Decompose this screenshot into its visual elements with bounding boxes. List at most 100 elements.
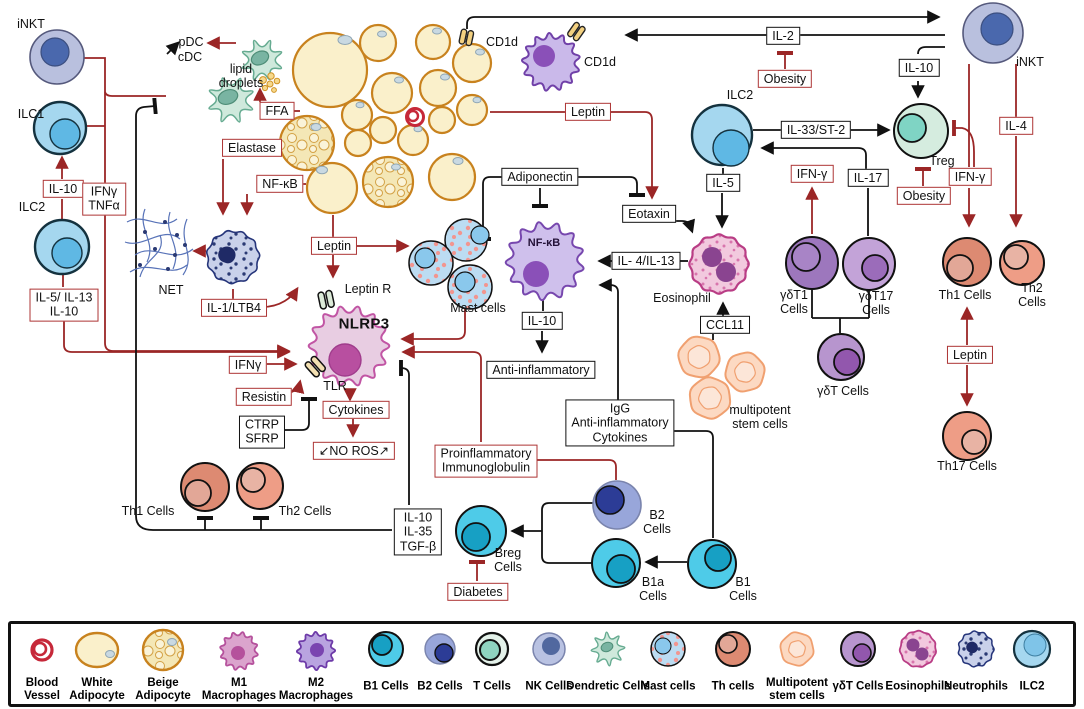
gdt17-cell <box>842 237 896 291</box>
wire-b2-to-proig <box>533 459 617 480</box>
blood-vessel <box>405 107 425 127</box>
wire-adiponectin-inhibits-eotaxin <box>574 176 646 197</box>
m2-macrophage-top <box>520 21 586 92</box>
legend-icons <box>30 628 1052 672</box>
treg-cell <box>893 103 949 159</box>
il5-il13-il10-box: IL-5/ IL-13 IL-10 <box>29 288 99 322</box>
beige-adipocyte-1 <box>278 114 336 172</box>
th1-left-label: Th1 Cells <box>121 504 175 518</box>
b1-label: B1 Cells <box>729 575 757 603</box>
anti-inflammatory-box: Anti-inflammatory <box>486 360 596 380</box>
cd1d-macrophage-label: CD1d <box>584 55 616 69</box>
resistin-box: Resistin <box>235 387 293 407</box>
il33-st2-box: IL-33/ST-2 <box>780 120 852 140</box>
proinflammatory-ig-box: Proinflammatory Immunoglobulin <box>434 444 538 478</box>
th1-cell-right <box>942 237 992 287</box>
eosinophil-icon <box>898 629 937 668</box>
mast-cell-icon <box>650 631 686 667</box>
wire-igg-to-mac <box>598 278 619 401</box>
net-label: NET <box>158 283 184 297</box>
th17-label: Th17 Cells <box>937 459 997 473</box>
wire-igg-to-b1 <box>673 430 714 538</box>
cd1d-receptor-adipocyte <box>458 28 475 47</box>
tlr-receptor <box>304 355 326 378</box>
ctrp-sfrp-box: CTRP SFRP <box>238 415 286 449</box>
nfkb-macrophage <box>504 221 585 302</box>
gdt1-cell <box>785 236 839 290</box>
nk-cell-icon <box>532 632 566 666</box>
wire-inkt-to-il10top <box>917 46 945 55</box>
ifng-left-box: IFNγ <box>228 355 268 375</box>
b1-cell-icon <box>368 631 404 667</box>
cells <box>29 2 1045 589</box>
inkt-cell-left <box>29 29 85 85</box>
stem-cell-icon <box>779 631 815 667</box>
th2-left-label: Th2 Cells <box>278 504 332 518</box>
eosinophil-cell <box>688 233 750 295</box>
legend-m1-macrophages: M1 Macrophages <box>201 676 277 702</box>
lipid-droplets <box>259 72 281 93</box>
nlrp3-label: NLRP3 <box>338 315 390 333</box>
ccl11-box: CCL11 <box>700 315 750 335</box>
ilc2-cell-right <box>690 103 754 167</box>
net-structure <box>124 208 194 278</box>
eosinophil-label: Eosinophil <box>653 291 711 305</box>
th17-cell <box>942 411 992 461</box>
breg-cell <box>455 505 507 557</box>
il10-mid-box: IL-10 <box>521 311 563 331</box>
obesity-top-box: Obesity <box>757 69 813 89</box>
il4-box: IL-4 <box>999 116 1033 136</box>
legend-frame <box>8 621 1076 707</box>
ilc2-cell-left <box>33 218 91 276</box>
igg-antiinflammatory-box: IgG Anti-inflammatory Cytokines <box>565 399 675 447</box>
pdc-label: pDC <box>178 35 204 49</box>
nlrp3-macrophage <box>304 289 391 387</box>
il10-left-box: IL-10 <box>42 179 84 199</box>
red-connectors <box>55 36 1023 581</box>
cdc-label: cDC <box>177 50 203 64</box>
ilc2-right-label: ILC2 <box>726 88 754 102</box>
lipid-droplets-label: lipid droplets <box>218 62 264 90</box>
gdt-cell <box>817 333 865 381</box>
wire-pdc-up-arrow <box>165 41 180 56</box>
wire-gdt-join <box>811 290 870 333</box>
inkt-left-label: iNKT <box>17 17 45 31</box>
ifng-mid-box: IFN-γ <box>790 164 834 184</box>
ilc2-icon <box>1012 629 1052 669</box>
leptin-right-box: Leptin <box>946 345 994 365</box>
legend-blood-vessel: Blood Vessel <box>24 676 60 702</box>
leptin-receptor-label: Leptin R <box>344 282 392 296</box>
legend-multipotent-stem-cells: Multipotent stem cells <box>766 676 828 702</box>
il10-il35-tgfb-box: IL-10 IL-35 TGF-β <box>393 508 443 556</box>
adiponectin-box: Adiponectin <box>501 167 579 187</box>
beige-adipocyte-icon <box>141 628 185 672</box>
legend-eosinophils: Eosinophils <box>885 680 951 693</box>
ifng-tnfa-box: IFNγ TNFα <box>82 182 126 216</box>
dendritic-cell-1 <box>241 39 283 81</box>
th2-right-label: Th2 Cells <box>1018 281 1046 309</box>
inkt-cell-right <box>962 2 1024 64</box>
wire-eotaxin-to-eosinophil <box>676 218 695 234</box>
wire-bcell-bracket <box>541 502 594 564</box>
cd1d-adipocyte-label: CD1d <box>486 35 518 49</box>
b2-cell-icon <box>424 633 456 665</box>
legend-neutrophils: Neutrophils <box>944 680 1008 693</box>
legend-th-cells: Th cells <box>711 680 755 693</box>
wire-il5box-to-nlrp3 <box>63 321 291 359</box>
m2-macrophage-icon <box>295 630 337 672</box>
wire-ctrp-inhibits-tlr <box>284 397 318 431</box>
th2-cell-right <box>999 240 1045 286</box>
wire-proig-to-nlrp3 <box>401 345 482 442</box>
t-cell-icon <box>474 631 510 667</box>
eotaxin-box: Eotaxin <box>622 204 676 224</box>
ilc1-label: ILC1 <box>17 107 45 121</box>
mast-cells <box>408 218 493 310</box>
stem-cells-label: multipotent stem cells <box>729 403 791 431</box>
dendritic-cell-2 <box>208 77 254 123</box>
th1-cell-left <box>180 462 230 512</box>
neutrophil-cell <box>205 229 261 285</box>
legend-gdt-cells: γδT Cells <box>832 680 884 693</box>
legend-nk-cells: NK Cells <box>525 680 573 693</box>
